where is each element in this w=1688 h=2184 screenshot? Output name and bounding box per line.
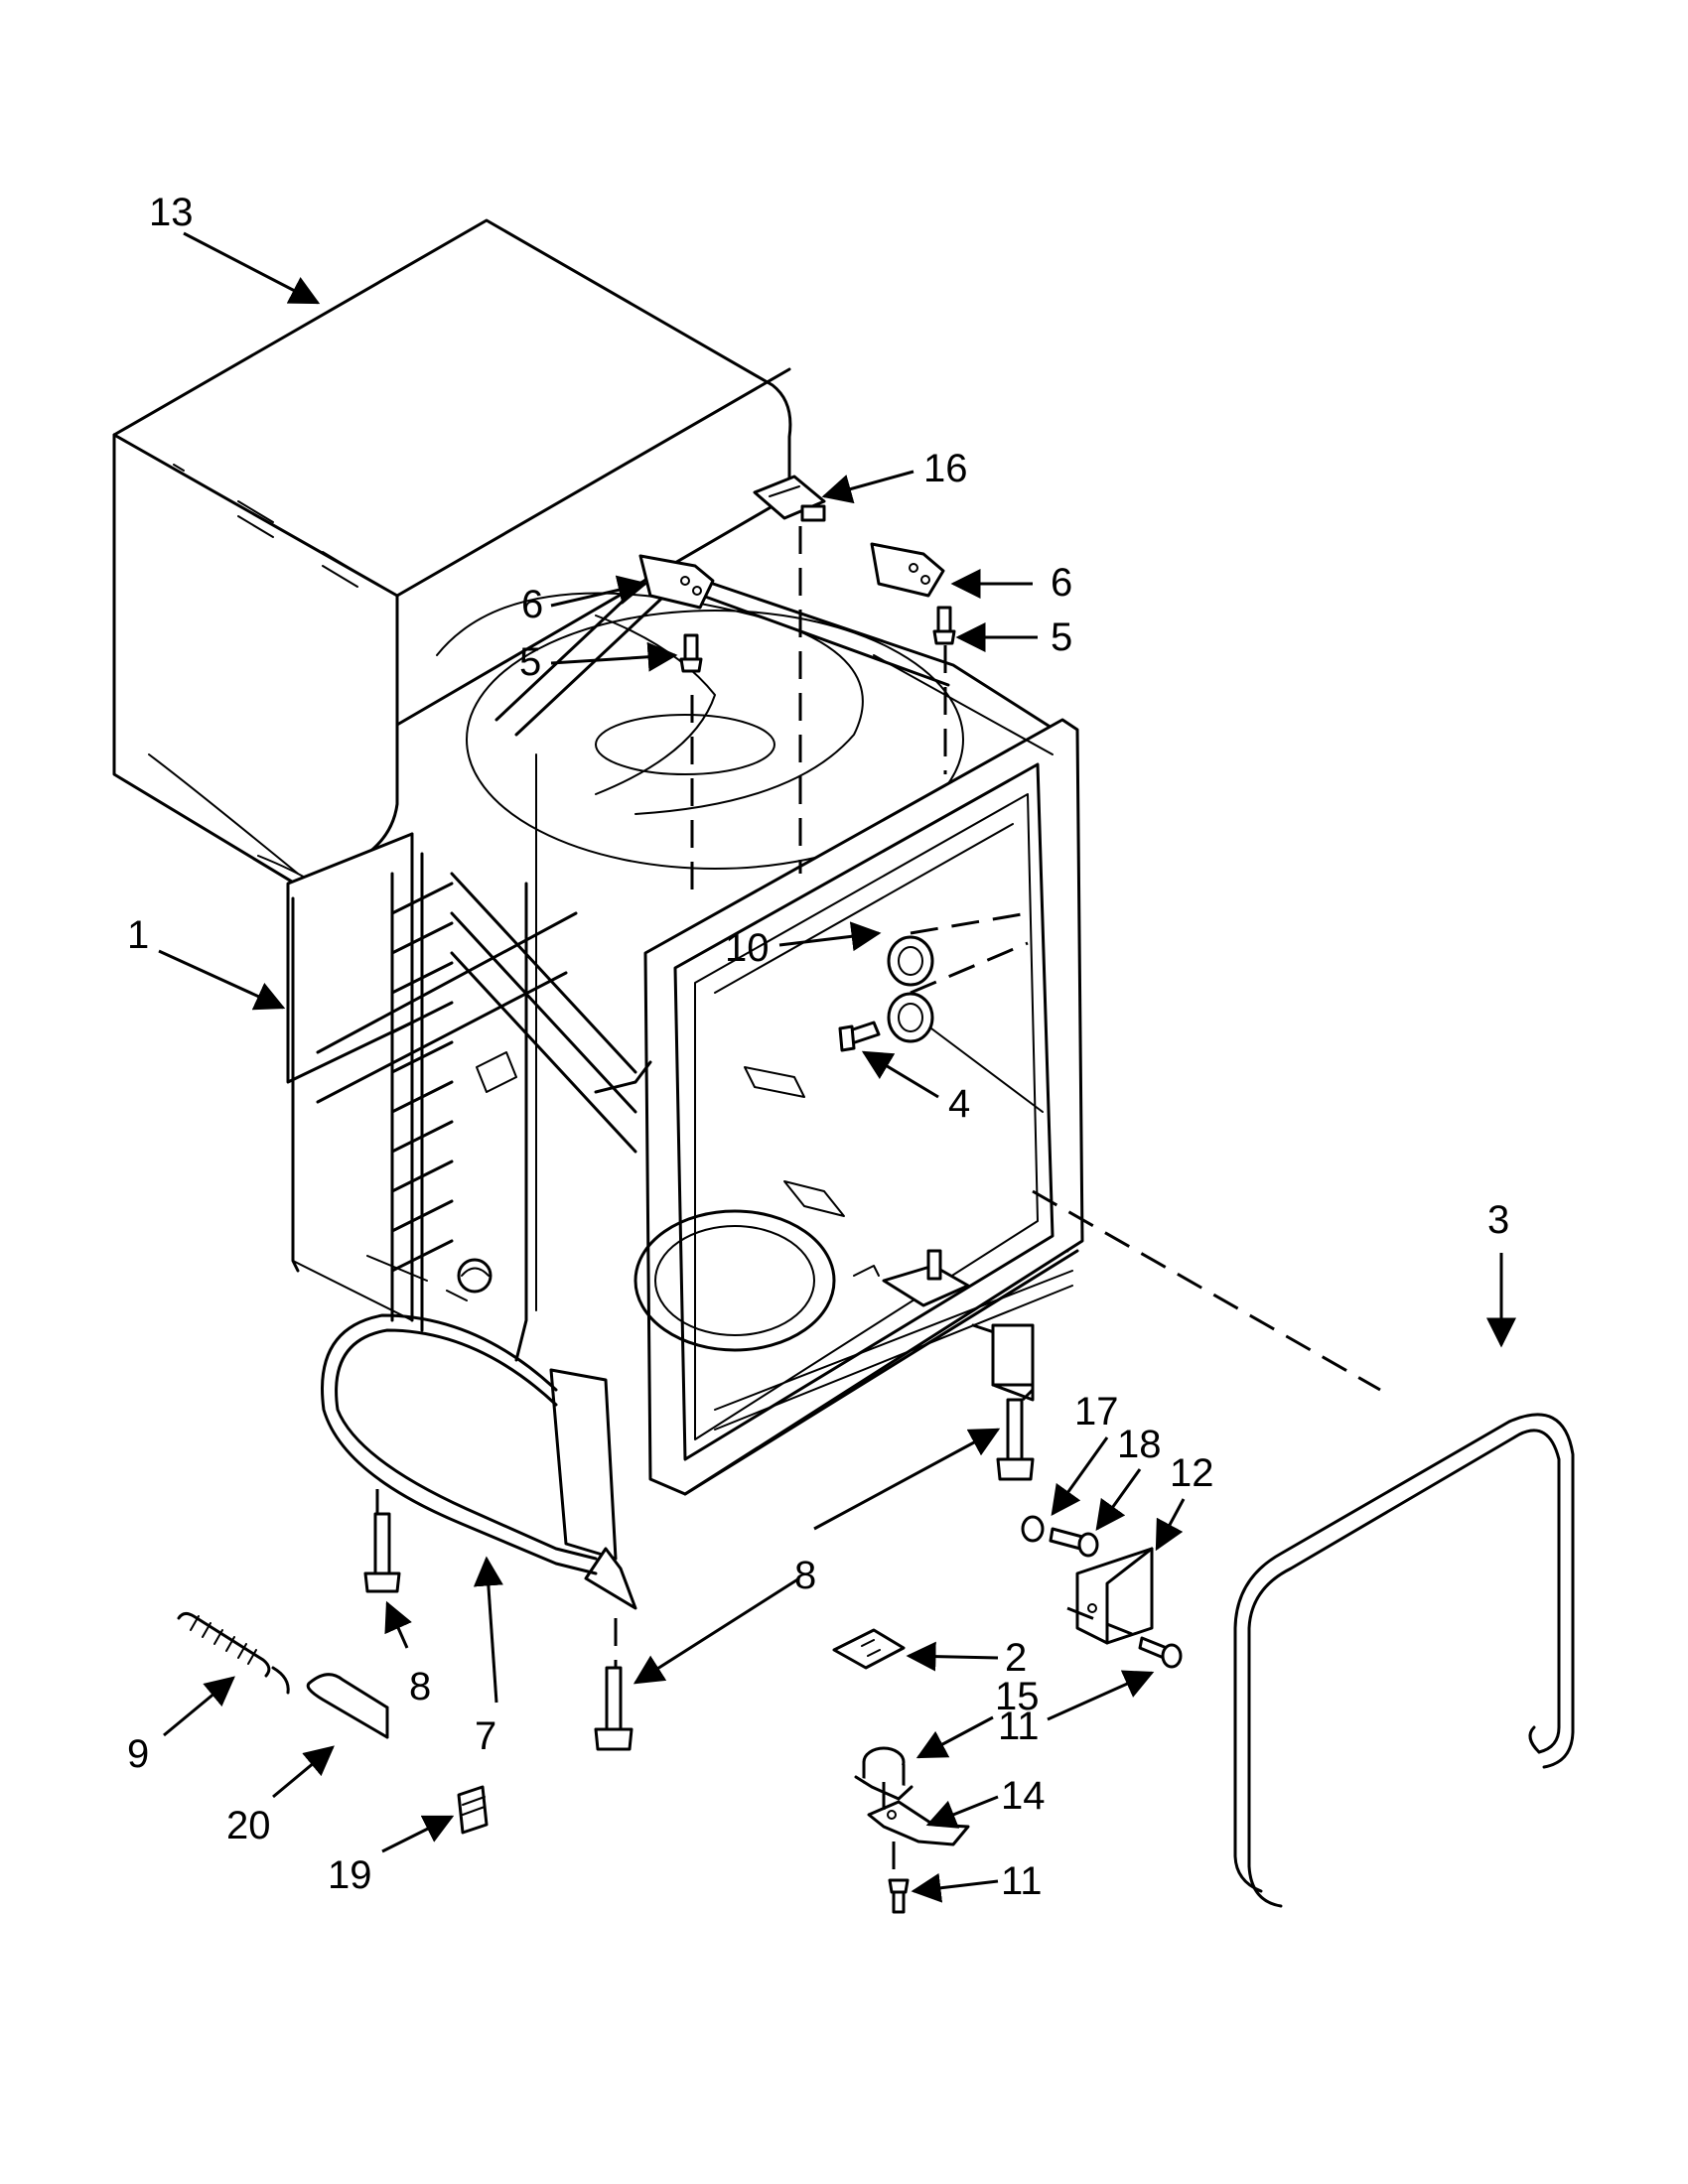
callout-7: 7 [475, 1714, 496, 1758]
part-2-plate [832, 1628, 906, 1670]
part-4-screw [838, 1021, 881, 1052]
callout-14: 14 [1001, 1774, 1046, 1818]
part-8-leg-rear-right [996, 1398, 1035, 1481]
callout-15: 15 [995, 1675, 1040, 1718]
callout-1: 1 [127, 913, 149, 957]
callout-2: 2 [1005, 1636, 1027, 1680]
part-1-tub [286, 564, 1084, 1610]
part-20-cover [306, 1673, 389, 1739]
callout-13: 13 [149, 191, 194, 234]
part-11-screw-lower [888, 1878, 910, 1914]
callout-11-upper: 11 [998, 1705, 1040, 1748]
callout-9: 9 [127, 1732, 149, 1776]
part-12-bracket [1075, 1547, 1154, 1645]
part-8-leg-left [363, 1512, 401, 1593]
part-10-grommets [887, 935, 934, 1043]
callout-19: 19 [328, 1853, 372, 1897]
callout-18: 18 [1117, 1423, 1162, 1466]
callout-10: 10 [725, 926, 770, 970]
callout-3: 3 [1487, 1198, 1509, 1242]
callout-6-left: 6 [521, 583, 543, 626]
part-6-bracket-left [638, 554, 715, 610]
callout-labels: 13 16 6 6 5 5 1 10 4 3 17 18 12 8 8 7 9 … [127, 191, 1509, 1903]
callout-5-right: 5 [1051, 615, 1072, 659]
assembly-lines [375, 526, 1381, 1876]
callout-5-left: 5 [519, 640, 541, 684]
callout-4: 4 [948, 1082, 970, 1126]
callout-17: 17 [1074, 1390, 1119, 1433]
callout-12: 12 [1170, 1451, 1214, 1495]
callout-8-left: 8 [409, 1665, 431, 1708]
part-17-nut [1021, 1515, 1045, 1543]
part-9-spring [177, 1611, 290, 1695]
part-3-door-gasket [1233, 1413, 1575, 1908]
part-11-screw-upper [1138, 1636, 1183, 1669]
part-13-insulation-blanket [112, 218, 792, 900]
callout-20: 20 [226, 1804, 271, 1847]
part-14-bracket [867, 1800, 970, 1846]
part-6-bracket-right [870, 542, 945, 598]
callout-8-center: 8 [794, 1554, 816, 1597]
part-5-screw-left [679, 633, 703, 673]
callout-6-right: 6 [1051, 561, 1072, 605]
callout-11-lower: 11 [1001, 1859, 1043, 1903]
leader-arrows [158, 231, 1516, 1903]
callout-16: 16 [923, 447, 968, 490]
part-5-screw-right [932, 606, 956, 645]
part-8-leg-front [594, 1666, 633, 1751]
part-18-screw [1049, 1527, 1099, 1558]
part-7-drain-hose [321, 1313, 598, 1575]
part-19-grommet [457, 1785, 489, 1835]
